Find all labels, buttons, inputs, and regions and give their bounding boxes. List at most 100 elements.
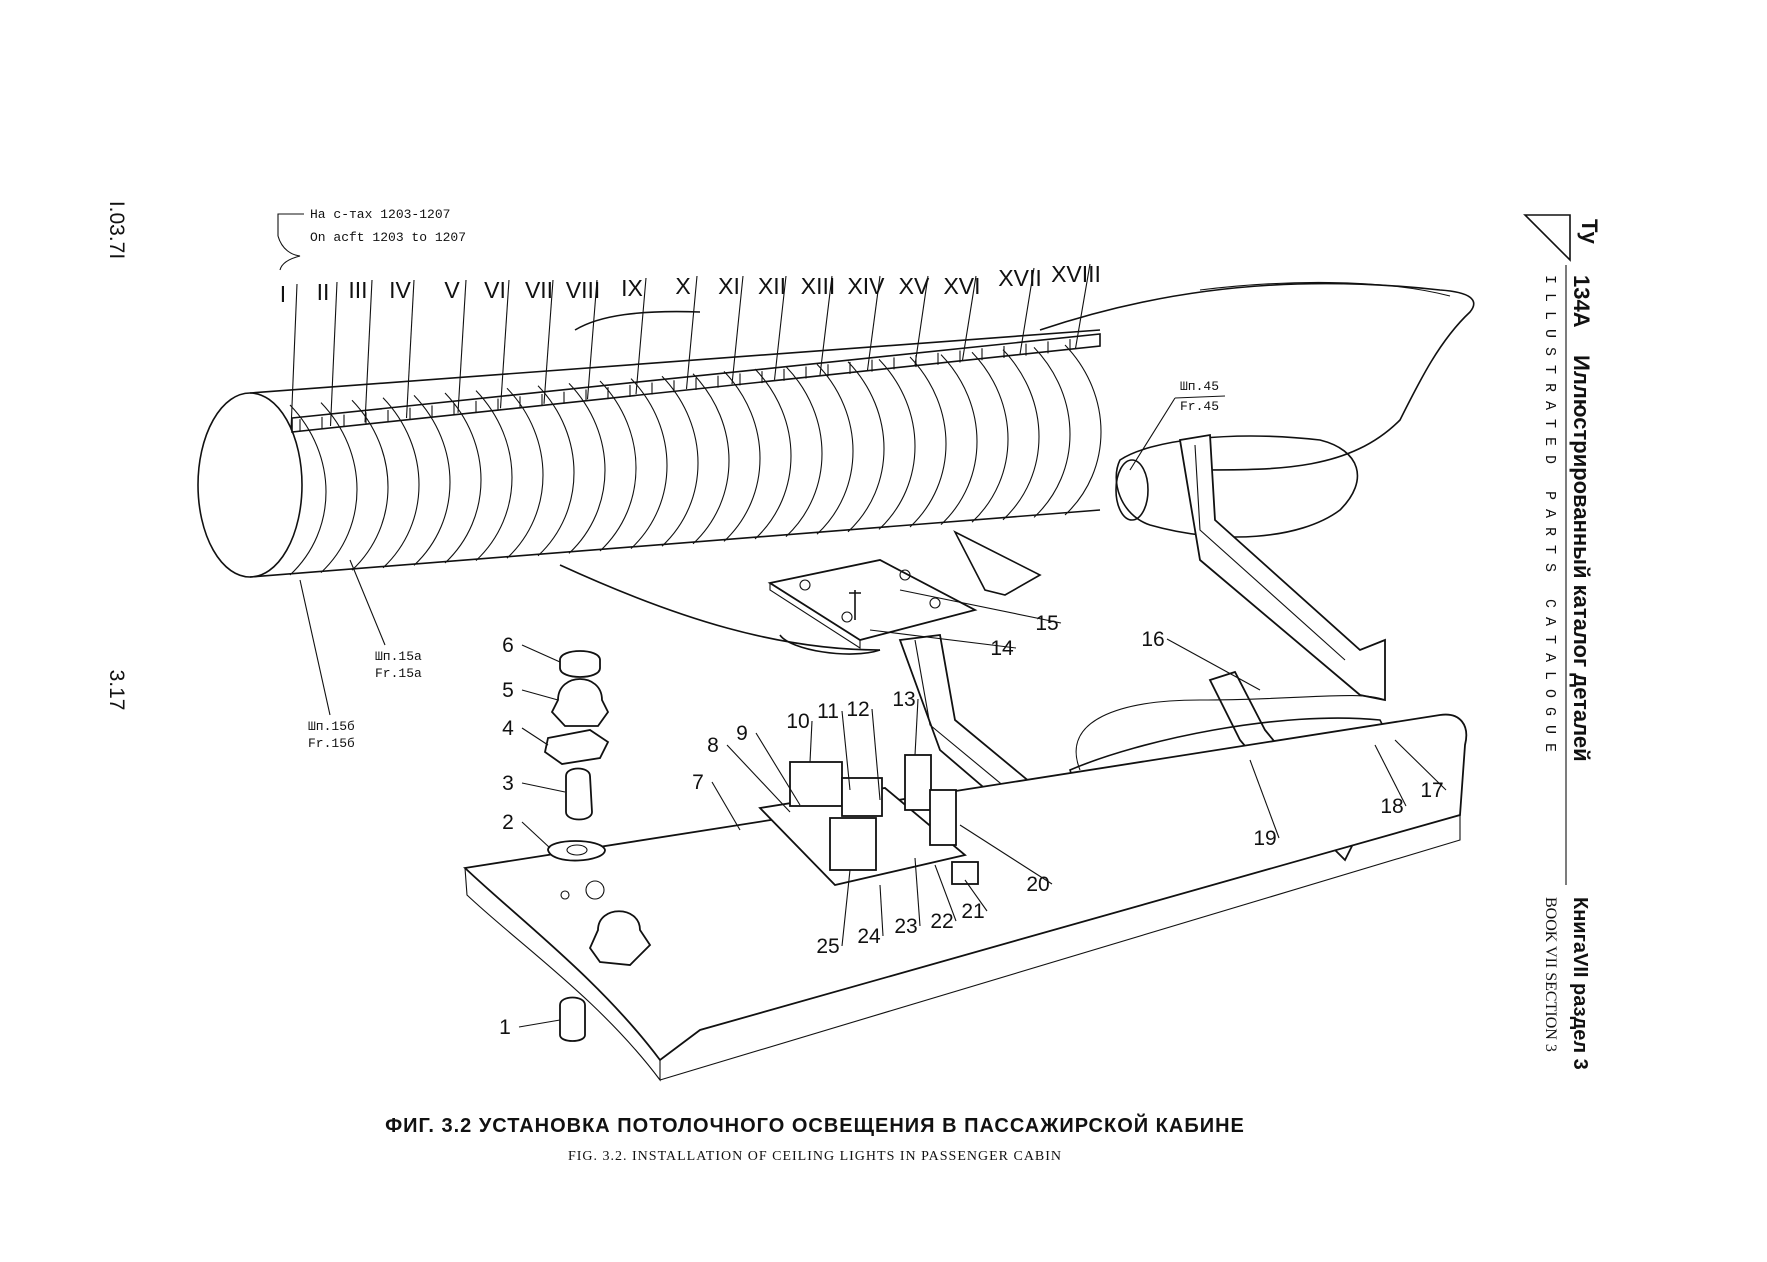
- callout-leader: [711, 781, 741, 831]
- frame-45-leader: [1129, 395, 1226, 471]
- wing-root-upper: [574, 310, 701, 331]
- panel-hole: [585, 880, 605, 900]
- callout-number: 20: [1026, 873, 1049, 896]
- caption-ru: ФИГ. 3.2 УСТАНОВКА ПОТОЛОЧНОГО ОСВЕЩЕНИЯ…: [385, 1113, 1245, 1137]
- catalog-title: Иллюстрированный каталог деталей: [1569, 355, 1594, 762]
- section-leader: [731, 275, 744, 385]
- fuselage-frame: [692, 373, 730, 545]
- mounting-plate-edge: [769, 583, 861, 650]
- panel-hole: [560, 890, 570, 900]
- callout-leader: [809, 720, 813, 763]
- model-name: 134А: [1569, 275, 1594, 328]
- section-label: XVI: [943, 273, 980, 299]
- section-leader: [364, 279, 373, 423]
- callout-leader: [899, 589, 1062, 624]
- callout-leader: [1374, 744, 1407, 807]
- section-label: IV: [389, 277, 411, 303]
- fuselage-frame: [1033, 347, 1071, 518]
- terminal-block-20: [929, 789, 957, 846]
- frame-15a-ru: Шп.15а: [375, 649, 422, 664]
- section-leader: [499, 279, 510, 409]
- section-label: VI: [484, 277, 506, 303]
- section-leader: [405, 279, 415, 419]
- plate-hole: [929, 597, 941, 609]
- relay-block-10: [789, 761, 843, 807]
- fuselage-frame: [909, 356, 947, 528]
- section-leader: [914, 275, 929, 366]
- ceiling-panel-front-edge: [464, 867, 661, 1082]
- fuselage-frame: [940, 354, 978, 526]
- reading-light-assembly: [588, 910, 652, 966]
- relay-block-25: [829, 817, 877, 871]
- section-leader: [961, 275, 977, 361]
- callout-leader: [521, 644, 561, 663]
- fuselage-frame: [568, 383, 606, 554]
- callout-leader: [1166, 638, 1261, 691]
- plate-hole: [899, 569, 911, 581]
- part-2-gasket-hole: [566, 844, 588, 856]
- fuselage-frame: [1064, 344, 1102, 516]
- book-section-en: BOOK VII SECTION 3: [1542, 897, 1559, 1052]
- fuselage: [197, 329, 1102, 578]
- fuselage-lower-line: [249, 509, 1101, 578]
- caption-en: FIG. 3.2. INSTALLATION OF CEILING LIGHTS…: [568, 1149, 1062, 1164]
- mounting-plate-outline: [767, 559, 978, 641]
- callout-number: 23: [894, 915, 917, 938]
- frame-15b-ru: Шп.15б: [308, 719, 355, 734]
- fuselage-frame: [754, 368, 792, 540]
- callout-number: 6: [502, 634, 514, 657]
- section-leader: [866, 275, 881, 371]
- callout-number: 22: [930, 910, 953, 933]
- fuselage-frame: [444, 392, 482, 564]
- callout-number: 21: [961, 900, 984, 923]
- callout-leader: [914, 857, 921, 927]
- callout-number: 4: [502, 717, 514, 740]
- section-leader: [635, 277, 647, 395]
- callout-leader: [521, 782, 566, 793]
- fuselage-frame: [723, 371, 761, 542]
- section-leader: [773, 275, 787, 380]
- section-leader: [586, 279, 598, 400]
- bracket-rear-flange: [1194, 444, 1346, 661]
- callout-leaders: [518, 589, 1447, 1028]
- fuselage-frame: [816, 363, 854, 535]
- callout-leader: [869, 629, 1017, 649]
- fuselage-frame: [785, 366, 823, 538]
- wing-fairing-lower: [779, 634, 881, 655]
- wiring: [1075, 695, 1386, 771]
- callout-number: 14: [990, 637, 1014, 660]
- section-label: I: [280, 281, 286, 307]
- callout-number: 16: [1141, 628, 1164, 651]
- fuselage-frame: [847, 361, 885, 533]
- callout-number: 17: [1420, 779, 1443, 802]
- callout-leader: [1394, 739, 1447, 791]
- section-label: XVIII: [1051, 261, 1101, 287]
- ceiling-panel-outline: [463, 713, 1468, 1062]
- frame-45-en: Fr.45: [1180, 399, 1219, 414]
- section-label: II: [317, 279, 330, 305]
- callout-leader: [755, 732, 801, 806]
- section-label: XII: [758, 273, 786, 299]
- section-label: III: [348, 277, 367, 303]
- callout-number: 8: [707, 734, 719, 757]
- section-label: VIII: [566, 277, 601, 303]
- callout-number: 11: [817, 700, 839, 723]
- frame-15a-en: Fr.15а: [375, 666, 422, 681]
- callout-number: 19: [1253, 827, 1276, 850]
- callout-leader: [964, 879, 988, 912]
- part-2-gasket: [547, 840, 606, 862]
- part-6-ring: [559, 650, 601, 678]
- fuselage-frame: [320, 402, 358, 574]
- frame-15b-en: Fr.15б: [308, 736, 355, 751]
- ceiling-rail: [291, 333, 1101, 433]
- callout-number: 3: [502, 772, 514, 795]
- ceiling-panel: [463, 713, 1468, 1082]
- header-note-bracket: [277, 213, 304, 271]
- section-leader: [685, 275, 698, 390]
- callout-leader: [841, 710, 851, 791]
- callout-number: 12: [846, 698, 869, 721]
- header-note: На с-тах 1203-1207 On acft 1203 to 1207: [277, 207, 466, 271]
- engine-nacelle: [1115, 435, 1359, 538]
